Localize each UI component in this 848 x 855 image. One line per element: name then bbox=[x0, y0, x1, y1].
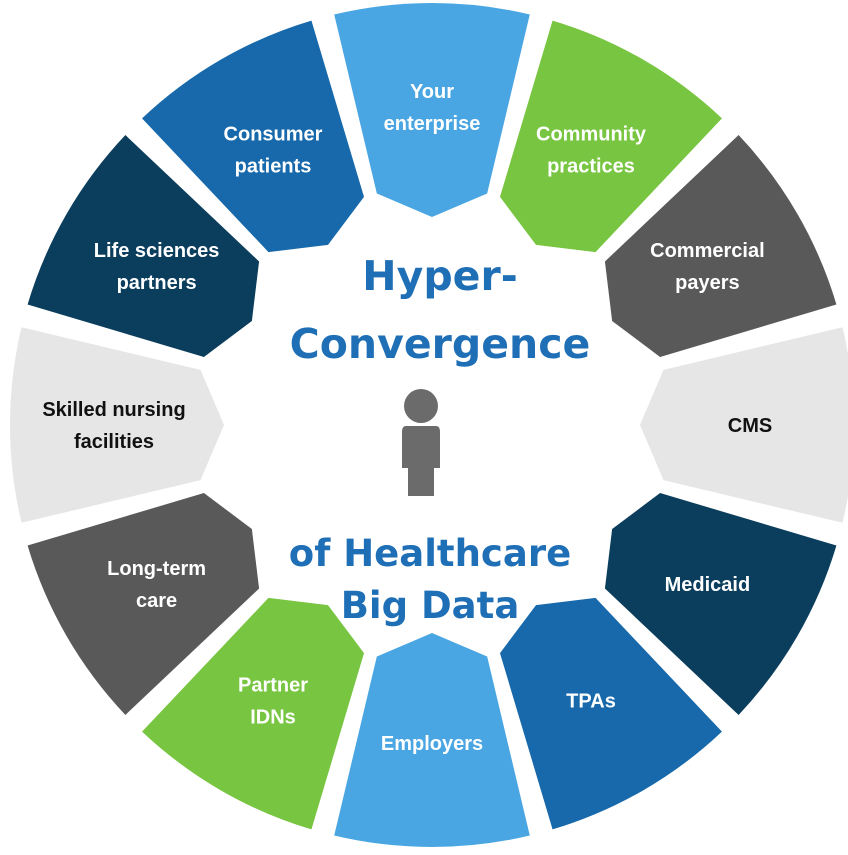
segment-label-line: Your bbox=[410, 81, 454, 103]
segment-tpas bbox=[499, 597, 722, 830]
segment-label-tpas: TPAs bbox=[566, 690, 616, 712]
segment-label-skilled-nursing-facilities: Skilled nursing facilities bbox=[42, 399, 185, 453]
segment-medicaid bbox=[604, 492, 837, 715]
segment-label-your-enterprise: Your enterprise bbox=[384, 81, 481, 135]
segment-employers bbox=[334, 633, 530, 847]
segment-label-line: facilities bbox=[74, 431, 154, 453]
segment-label-line: TPAs bbox=[566, 690, 616, 712]
segment-label-long-term-care: Long-term care bbox=[107, 558, 206, 612]
segment-community-practices bbox=[499, 20, 722, 253]
segment-label-line: payers bbox=[675, 272, 740, 294]
segment-label-commercial-payers: Commercial payers bbox=[650, 240, 765, 294]
segment-label-line: CMS bbox=[728, 415, 772, 437]
segment-skilled-nursing-facilities bbox=[10, 327, 224, 523]
segment-commercial-payers bbox=[604, 135, 837, 358]
segment-label-line: Consumer bbox=[224, 124, 323, 146]
person-icon bbox=[402, 389, 440, 496]
segment-label-employers: Employers bbox=[381, 733, 483, 755]
segment-label-line: enterprise bbox=[384, 113, 481, 135]
segment-long-term-care bbox=[27, 492, 260, 715]
segment-label-line: patients bbox=[235, 156, 312, 178]
segment-label-line: care bbox=[136, 590, 177, 612]
segment-label-line: Partner bbox=[238, 674, 308, 696]
center-title-line-2: Convergence bbox=[290, 320, 591, 368]
segment-label-community-practices: Community practices bbox=[536, 124, 647, 178]
segment-label-line: IDNs bbox=[250, 706, 296, 728]
segment-label-line: practices bbox=[547, 156, 635, 178]
segment-label-line: Medicaid bbox=[665, 574, 751, 596]
center-block: Hyper- Convergence of Healthcare Big Dat… bbox=[289, 252, 591, 627]
segment-label-line: Skilled nursing bbox=[42, 399, 185, 421]
segments-ring bbox=[10, 3, 848, 847]
segment-label-life-sciences-partners: Life sciences partners bbox=[94, 240, 220, 294]
segment-label-line: Employers bbox=[381, 733, 483, 755]
center-subtitle-line-1: of Healthcare bbox=[289, 532, 571, 575]
segment-label-medicaid: Medicaid bbox=[665, 574, 751, 596]
segment-label-line: Community bbox=[536, 124, 647, 146]
segment-label-line: partners bbox=[117, 272, 197, 294]
segment-label-line: Long-term bbox=[107, 558, 206, 580]
segment-label-consumer-patients: Consumer patients bbox=[224, 124, 323, 178]
center-subtitle-line-2: Big Data bbox=[341, 584, 520, 627]
segment-label-line: Life sciences bbox=[94, 240, 220, 262]
center-title-line-1: Hyper- bbox=[362, 252, 517, 300]
segment-consumer-patients bbox=[142, 20, 365, 253]
segment-life-sciences-partners bbox=[27, 135, 260, 358]
segment-cms bbox=[640, 327, 848, 523]
segment-partner-idns bbox=[142, 597, 365, 830]
segment-label-cms: CMS bbox=[728, 415, 772, 437]
segment-your-enterprise bbox=[334, 3, 530, 217]
segment-label-line: Commercial bbox=[650, 240, 765, 262]
